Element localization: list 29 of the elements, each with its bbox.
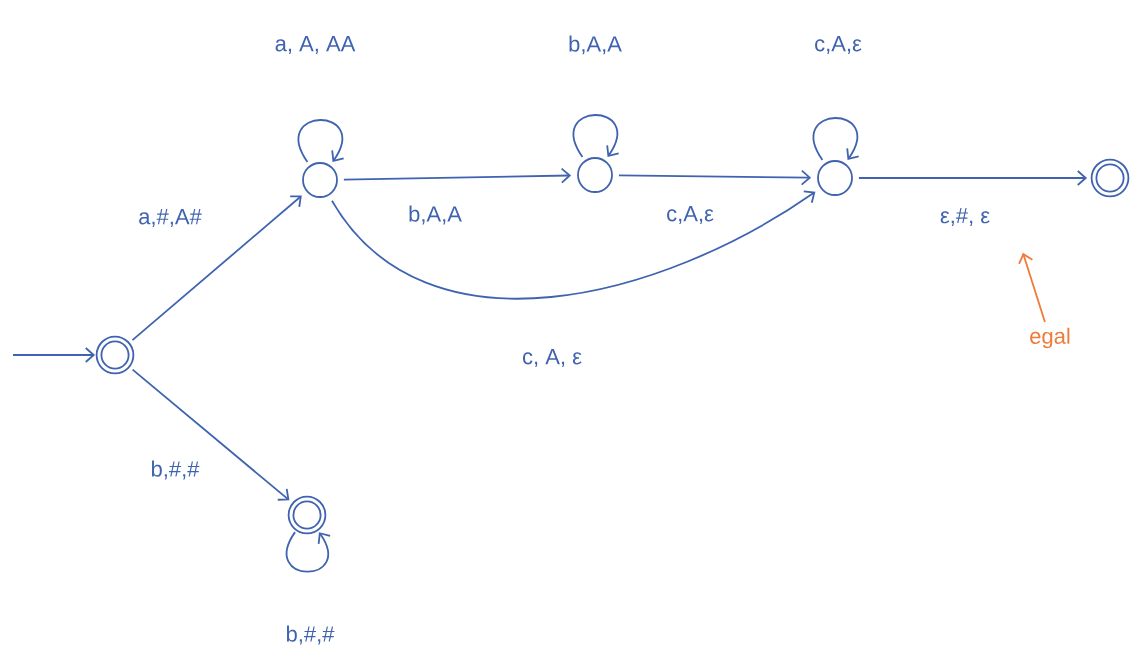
- edge-label: a, A, AA: [272, 34, 358, 56]
- note-text: egal: [1030, 327, 1070, 349]
- arrow: [858, 170, 1088, 186]
- edge-label: b,A,A: [406, 203, 464, 227]
- edge-label: c,A,ε: [664, 204, 716, 226]
- edge-label: b,#,#: [283, 623, 337, 647]
- arrow: [618, 169, 812, 186]
- edge-label: b,#,#: [148, 458, 202, 482]
- edge-label: c, A, ε: [520, 347, 584, 369]
- state-circle: [577, 157, 613, 193]
- arrow: [131, 368, 290, 501]
- arrow: [12, 347, 96, 363]
- loop-arrow: [285, 531, 331, 573]
- arrow: [131, 195, 302, 342]
- leader-line: [1018, 252, 1046, 323]
- arrow: [343, 167, 572, 184]
- edge-label: b,A,A: [566, 33, 624, 57]
- loop-arrow: [812, 117, 860, 161]
- loop-arrow: [572, 114, 620, 158]
- edge-label: c,A,ε: [812, 34, 864, 56]
- state-circle: [817, 160, 853, 196]
- arrow: [331, 190, 816, 300]
- accepting-state-circle: [1090, 158, 1130, 198]
- edge-label: ε,#, ε: [937, 206, 993, 228]
- edge-label: a,#,A#: [136, 207, 204, 229]
- state-circle: [302, 162, 338, 198]
- accepting-state-circle: [95, 335, 135, 375]
- accepting-state-circle: [287, 495, 327, 535]
- loop-arrow: [297, 119, 345, 163]
